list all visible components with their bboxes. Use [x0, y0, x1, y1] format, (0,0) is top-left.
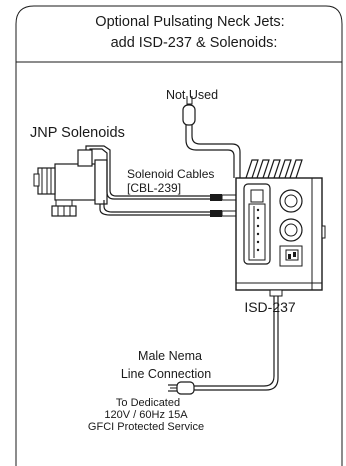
isd-237-label: ISD-237 — [244, 299, 296, 315]
not-used-plug — [182, 104, 196, 126]
not-used-cord — [185, 125, 241, 178]
power-cord — [194, 296, 279, 391]
jnp-solenoids-label: JNP Solenoids — [30, 125, 125, 141]
solenoid-assembly — [33, 149, 108, 217]
service-label-3: GFCI Protected Service — [88, 421, 204, 433]
solenoid-cable-upper — [85, 145, 210, 200]
male-nema-plug — [168, 381, 195, 395]
isd-237-controller — [235, 159, 326, 297]
cable-part-label: [CBL-239] — [127, 181, 181, 195]
solenoid-cables-label: Solenoid Cables — [127, 167, 214, 181]
cable-connector-lower — [210, 210, 237, 217]
not-used-wire — [186, 96, 193, 105]
male-nema-label-1: Male Nema — [138, 349, 202, 363]
service-label-2: 120V / 60Hz 15A — [104, 409, 188, 421]
solenoid-cable-lower — [99, 200, 210, 216]
header-line-2: add ISD-237 & Solenoids: — [111, 35, 278, 51]
male-nema-label-2: Line Connection — [121, 367, 211, 381]
service-label-1: To Dedicated — [116, 397, 180, 409]
header-line-1: Optional Pulsating Neck Jets: — [95, 14, 284, 30]
cable-connector-upper — [210, 194, 237, 201]
frame-border — [15, 5, 343, 466]
not-used-label: Not Used — [166, 88, 218, 102]
